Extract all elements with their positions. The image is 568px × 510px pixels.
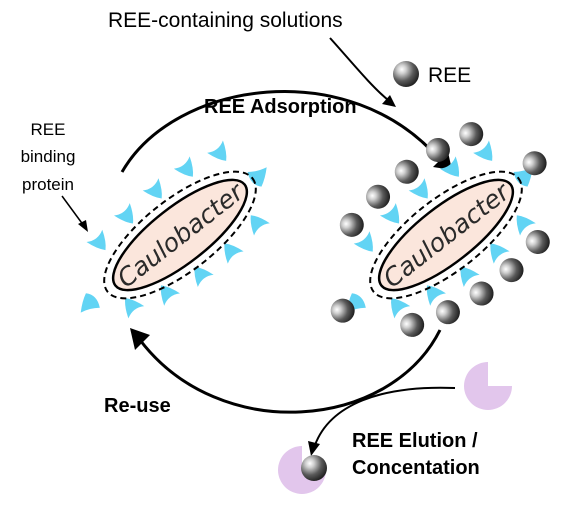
binding-protein-icon: [473, 140, 493, 161]
binding-protein-icon: [114, 203, 134, 224]
elution-outflow-arrowhead: [308, 441, 320, 456]
adsorption-arc: [120, 90, 442, 173]
ree-sphere-icon: [394, 159, 419, 184]
ree-legend-sphere-icon: [393, 61, 419, 87]
solutions-label: REE-containing solutions: [108, 9, 343, 32]
binding-protein-icon: [247, 167, 267, 187]
left-binding-proteins: [80, 140, 270, 319]
eluted-ree-sphere-icon: [301, 455, 327, 481]
right-cell-membrane: [369, 170, 523, 300]
ree-sphere-icon: [525, 229, 550, 254]
left-cell-group: Caulobacter: [80, 140, 270, 319]
binding-protein-icon: [224, 243, 244, 264]
left-cell-label: Caulobacter: [112, 176, 250, 293]
solution-inflow-arrowhead: [382, 95, 396, 107]
left-cell-body: [111, 178, 249, 292]
binding-protein-icon: [439, 156, 460, 177]
binding-protein-icon: [426, 285, 446, 306]
binding-protein-icon: [207, 140, 227, 161]
ree-sphere-icon: [366, 184, 391, 209]
right-cell-group: Caulobacter: [330, 122, 550, 337]
elution-label-line2: Concentation: [352, 457, 480, 479]
ree-sphere-icon: [469, 281, 494, 306]
ree-sphere-icon: [435, 300, 460, 325]
binding-protein-icon: [353, 231, 373, 252]
binding-protein-icon: [408, 178, 428, 199]
binding-protein-icon: [194, 266, 214, 288]
binding-protein-icon: [516, 215, 536, 236]
ree-sphere-icon: [522, 151, 547, 176]
ree-legend-label: REE: [428, 64, 471, 87]
binding-protein-icon: [173, 156, 194, 177]
adsorption-label: REE Adsorption: [204, 96, 357, 118]
reuse-arrowhead: [130, 328, 150, 350]
binding-protein-icon: [142, 178, 162, 199]
ree-sphere-icon: [400, 312, 425, 337]
right-cell-label: Caulobacter: [378, 176, 516, 293]
elution-chelator-icon: [464, 362, 512, 410]
left-cell-membrane: [103, 170, 257, 300]
binding-protein-icon: [391, 298, 411, 319]
binding-protein-icon: [125, 298, 145, 319]
binding-protein-icon: [160, 285, 180, 306]
elution-label-line1: REE Elution /: [352, 430, 478, 452]
bound-ree-spheres: [330, 122, 550, 337]
binding-protein-icon: [250, 215, 270, 236]
elution-outflow-arrow: [314, 386, 456, 446]
reuse-arc: [138, 329, 442, 414]
reuse-label: Re-use: [104, 395, 171, 417]
ree-sphere-icon: [459, 122, 484, 147]
right-cell-body: [377, 178, 515, 292]
binding-protein-icon: [80, 293, 100, 313]
ree-sphere-icon: [330, 298, 355, 323]
ree-sphere-icon: [499, 258, 524, 283]
ree-sphere-icon: [425, 137, 450, 162]
binding-protein-label-line2: binding: [21, 147, 76, 166]
binding-protein-icon: [460, 266, 480, 288]
binding-protein-pointer: [61, 195, 85, 227]
binding-protein-label-line1: REE: [31, 120, 66, 139]
binding-protein-icon: [490, 243, 510, 264]
solution-inflow-arrow: [329, 37, 389, 101]
binding-protein-icon: [86, 229, 106, 251]
ree-sphere-icon: [339, 212, 364, 237]
binding-protein-label-line3: protein: [22, 175, 74, 194]
binding-protein-pointer-head: [78, 220, 88, 232]
binding-protein-icon: [380, 203, 400, 224]
